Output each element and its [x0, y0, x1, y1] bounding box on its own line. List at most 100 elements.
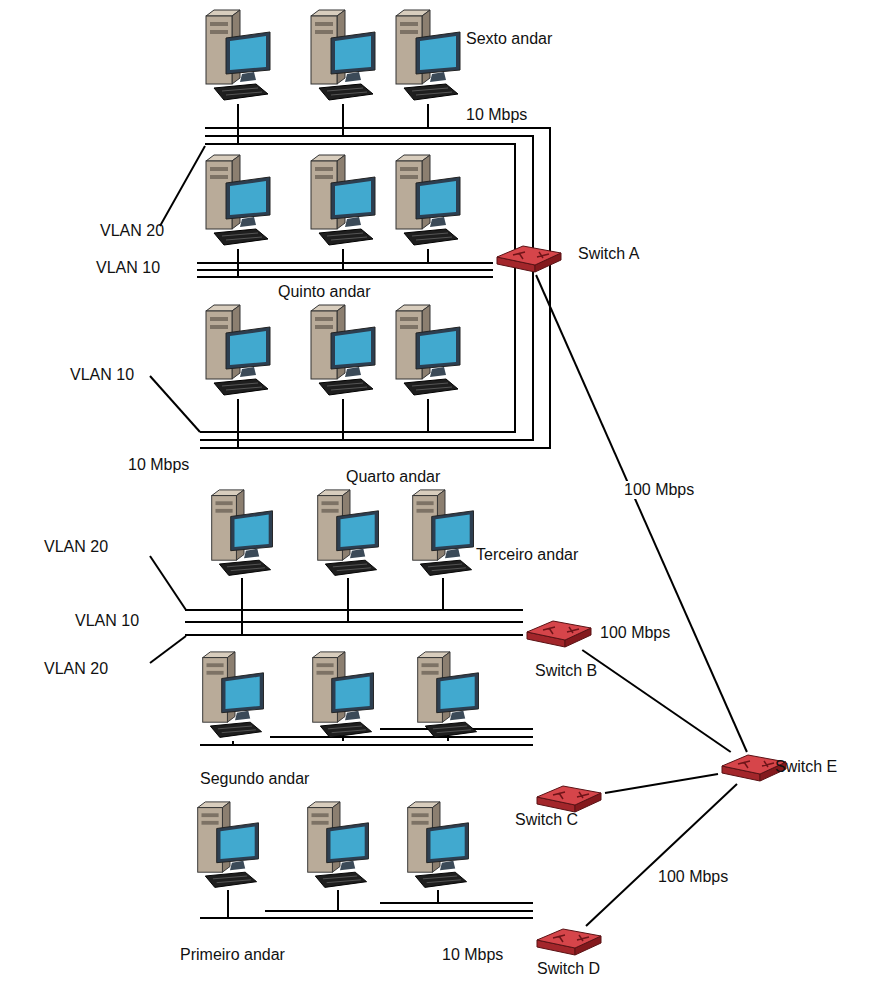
diagram-label: Segundo andar: [200, 770, 309, 788]
drawing-part: [413, 490, 474, 576]
diagram-label: VLAN 10: [75, 612, 139, 630]
diagram-label: Sexto andar: [466, 30, 552, 48]
drawing-part: [437, 890, 439, 903]
switch-face: [553, 792, 589, 799]
drawing-part: [342, 399, 344, 440]
drawing-part: [197, 262, 493, 264]
link-speed: 100 Mbps: [622, 481, 696, 499]
switch-icon: [523, 618, 595, 650]
link-stroke: [605, 774, 718, 793]
diagram-label: VLAN 20: [44, 660, 108, 678]
drawing-part: [270, 736, 533, 738]
switch-label: Switch C: [515, 811, 578, 829]
drawing-part: [311, 10, 375, 100]
drawing-part: [200, 917, 533, 919]
drawing-part: [185, 609, 523, 611]
drawing-part: [200, 128, 550, 448]
drawing-part: [308, 802, 369, 888]
drawing-part: [408, 802, 469, 888]
drawing-part: [150, 556, 186, 610]
drawing-part: [318, 490, 379, 576]
drawing-part: [198, 802, 259, 888]
diagram-label: 10 Mbps: [128, 456, 189, 474]
drawing-part: [311, 305, 375, 395]
diagram-label: Quinto andar: [278, 283, 371, 301]
link-stroke: [536, 275, 747, 752]
link-speed: 100 Mbps: [598, 624, 672, 642]
drawing-part: [185, 621, 523, 623]
diagram-label: VLAN 10: [96, 259, 160, 277]
switch-face: [497, 246, 561, 265]
drawing-part: [342, 104, 344, 136]
drawing-part: [427, 399, 429, 432]
drawing-part: [232, 741, 234, 745]
switch-face: [738, 761, 774, 768]
link-line: [605, 774, 718, 793]
drawing-part: [396, 305, 460, 395]
drawing-part: [150, 376, 200, 432]
drawing-part: [396, 155, 460, 245]
diagram-label: VLAN 10: [70, 366, 134, 384]
drawing-part: [427, 249, 429, 263]
drawing-part: [206, 10, 270, 100]
switch-label: Switch D: [537, 960, 600, 978]
drawing-part: [313, 652, 374, 738]
drawing-part: [237, 249, 239, 277]
drawing-part: [237, 104, 239, 144]
switch-icon: [493, 243, 565, 275]
drawing-part: [197, 276, 493, 278]
network-switch: Switch D: [533, 926, 605, 958]
drawing-part: [206, 155, 270, 245]
link-line: [582, 650, 730, 752]
switch-face: [543, 627, 579, 634]
drawing-part: [200, 744, 533, 746]
drawing-part: [342, 249, 344, 270]
diagram-label: VLAN 20: [100, 222, 164, 240]
link-speed: 100 Mbps: [656, 868, 730, 886]
drawing-part: [206, 305, 270, 395]
computers: [198, 10, 479, 887]
switch-face: [513, 252, 549, 259]
drawing-part: [337, 890, 339, 911]
link-stroke: [582, 650, 730, 752]
drawing-part: [197, 269, 493, 271]
link-stroke: [586, 784, 737, 926]
drawing-part: [265, 910, 533, 912]
drawing-part: [418, 652, 479, 738]
diagram-label: VLAN 20: [44, 538, 108, 556]
drawing-part: [200, 136, 533, 440]
network-switch: Switch B: [523, 618, 595, 650]
switch-face: [527, 621, 591, 640]
switch-label: Switch A: [578, 245, 639, 263]
switch-face: [537, 786, 601, 805]
diagram-label: Primeiro andar: [180, 946, 285, 964]
switch-face: [537, 929, 601, 948]
drawing-part: [227, 890, 229, 918]
drawing-part: [237, 399, 239, 448]
network-switch: Switch E: [718, 752, 790, 784]
switch-icon: [533, 783, 605, 815]
drawing-part: [442, 578, 444, 610]
switch-icon: [533, 926, 605, 958]
bus-lines: [150, 104, 550, 918]
drawing-part: [380, 902, 533, 904]
drawing-part: [203, 652, 264, 738]
switch-label: Switch B: [535, 662, 597, 680]
drawing-part: [160, 146, 205, 226]
drawing-part: [347, 578, 349, 622]
drawing-part: [396, 10, 460, 100]
network-switch: Switch A: [493, 243, 565, 275]
drawing-part: [212, 490, 273, 576]
drawing-part: [427, 104, 429, 128]
diagram-label: 10 Mbps: [466, 106, 527, 124]
drawing-part: [185, 634, 523, 636]
diagram-label: 10 Mbps: [442, 946, 503, 964]
switch-label: Switch E: [775, 758, 837, 776]
switch-face: [553, 935, 589, 942]
link-line: [586, 784, 737, 926]
drawing-part: [200, 144, 515, 432]
diagram-label: Terceiro andar: [476, 546, 578, 564]
drawing-part: [311, 155, 375, 245]
diagram-label: Quarto andar: [346, 468, 440, 486]
